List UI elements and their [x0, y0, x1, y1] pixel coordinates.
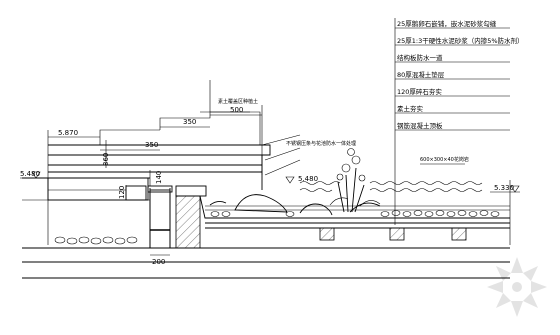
layer-notes: 25厚鹅卵石嵌铺，嵌水泥砂浆勾缝 25厚1:3干硬性水泥砂浆（内掺5%防水剂） …: [397, 19, 524, 130]
terrace-steps: [48, 80, 301, 190]
layer-note-1: 25厚鹅卵石嵌铺，嵌水泥砂浆勾缝: [397, 19, 497, 28]
mid-note: 不锈钢压条与花池防水一体处理: [286, 140, 356, 147]
dimension-lines: [20, 114, 520, 256]
layer-note-4: 80厚混凝土垫层: [397, 70, 445, 79]
water-line: [299, 181, 483, 192]
landscape-rocks: [209, 194, 381, 216]
dim-step-lower: 350: [145, 141, 158, 149]
elevation-left: 5.480: [20, 170, 40, 178]
dim-step-upper: 350: [183, 118, 196, 126]
dim-vertical-360: 360: [102, 153, 110, 166]
annotations: 素土覆盖区种植土 不锈钢压条与花池防水一体处理 600×300×40花岗岩: [218, 98, 469, 163]
left-wall-section: [47, 177, 173, 249]
layer-note-3: 结构板防水一道: [397, 53, 443, 62]
pebbles: [54, 210, 500, 245]
layer-note-5: 120厚碎石夯实: [397, 87, 442, 96]
planter-wall: [175, 185, 207, 249]
dim-vertical-120: 120: [118, 186, 126, 199]
planting-bed: [199, 195, 510, 241]
dim-vertical-140: 140: [155, 171, 163, 184]
dim-wall-200: 200: [152, 258, 165, 266]
paving-note: 600×300×40花岗岩: [420, 156, 469, 163]
water-plant: [329, 148, 381, 213]
layer-note-2: 25厚1:3干硬性水泥砂浆（内掺5%防水剂）: [397, 36, 524, 45]
elevation-right: 5.330: [494, 184, 514, 192]
dim-left-width: 5.870: [58, 129, 78, 137]
dim-top-width: 500: [230, 106, 243, 114]
snowflake-logo-icon: [487, 257, 547, 317]
elevation-middle: 5.480: [298, 175, 318, 183]
layer-note-7: 钢筋混凝土顶板: [397, 121, 443, 130]
elevation-markers: [31, 171, 520, 193]
elevation-labels: 5.480 5.480 5.330: [20, 170, 514, 192]
layer-note-lines: [200, 18, 510, 225]
layer-note-6: 素土夯实: [397, 104, 424, 113]
upper-note: 素土覆盖区种植土: [218, 98, 258, 105]
ground-lines: [22, 130, 511, 279]
dimension-labels: 500 350 350 5.870 360 140 120 200: [58, 106, 243, 266]
